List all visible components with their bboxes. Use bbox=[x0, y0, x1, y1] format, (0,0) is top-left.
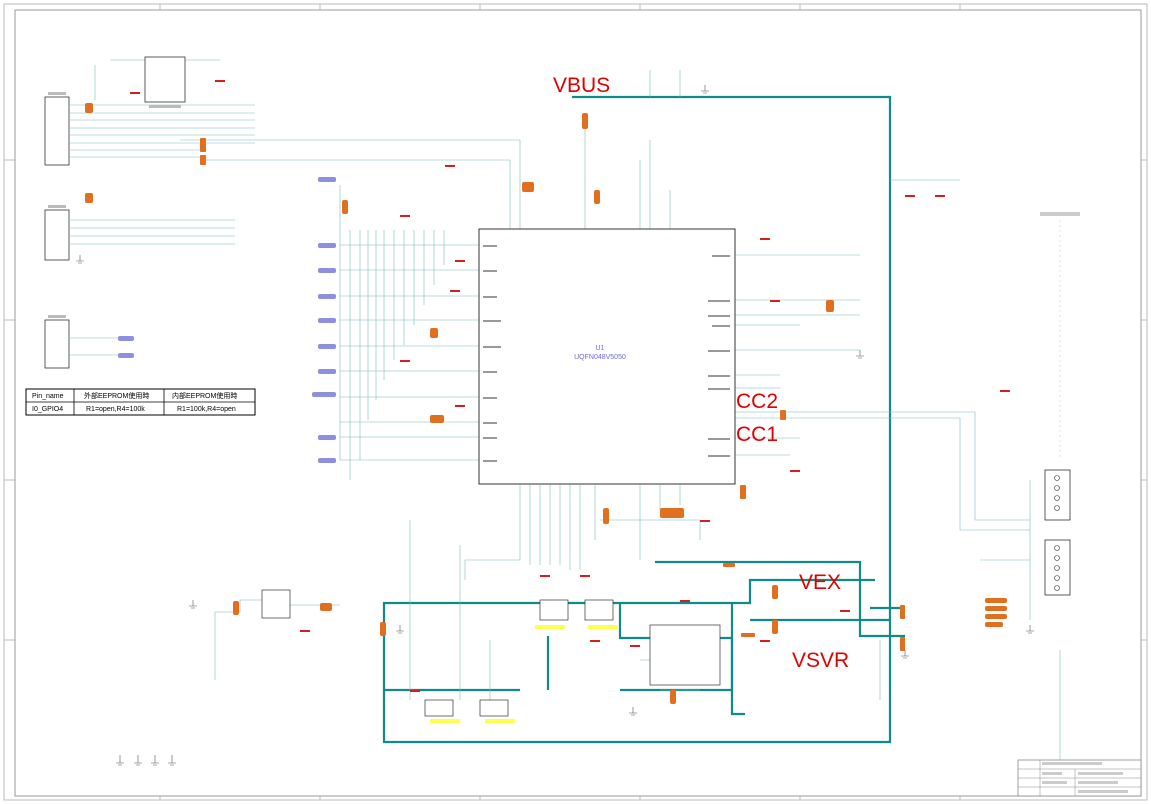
annotation-vsvr: VSVR bbox=[792, 649, 849, 672]
orange-components bbox=[85, 103, 1007, 704]
drawing-frame bbox=[3, 3, 1148, 801]
connector-right-bottom bbox=[1044, 539, 1071, 596]
main-ic-ref: U1 bbox=[596, 345, 605, 352]
connector-cn2 bbox=[44, 205, 70, 261]
eeprom-chip bbox=[144, 56, 186, 108]
power-wires bbox=[382, 95, 905, 744]
table-header-internal: 内部EEPROM使用時 bbox=[172, 391, 237, 400]
component-labels bbox=[130, 80, 1010, 692]
connector-cn3 bbox=[44, 315, 70, 369]
eeprom-config-table: Pin_name 外部EEPROM使用時 内部EEPROM使用時 I0_GPIO… bbox=[25, 388, 256, 416]
connector-right-top bbox=[1044, 469, 1071, 521]
table-header-pin-name: Pin_name bbox=[32, 393, 64, 400]
connector-cn1 bbox=[44, 92, 70, 166]
annotation-vex: VEX bbox=[799, 571, 841, 594]
signal-wires bbox=[70, 59, 1061, 760]
yellow-highlights bbox=[430, 625, 618, 723]
lower-ics bbox=[261, 589, 721, 717]
ground-symbols bbox=[76, 85, 1034, 766]
main-ic-u1: U1 UQFN048V5050 bbox=[478, 228, 736, 485]
annotation-vbus: VBUS bbox=[553, 74, 610, 97]
annotation-cc1: CC1 bbox=[736, 423, 778, 446]
table-cell-pin: I0_GPIO4 bbox=[32, 406, 63, 413]
table-header-external: 外部EEPROM使用時 bbox=[84, 391, 149, 400]
right-test-region bbox=[1040, 212, 1080, 460]
main-ic-part: UQFN048V5050 bbox=[574, 354, 626, 361]
title-block bbox=[1017, 759, 1142, 797]
table-cell-external: R1=open,R4=100k bbox=[86, 406, 145, 413]
annotation-cc2: CC2 bbox=[736, 390, 778, 413]
table-cell-internal: R1=100k,R4=open bbox=[177, 406, 236, 413]
net-labels bbox=[118, 177, 336, 463]
